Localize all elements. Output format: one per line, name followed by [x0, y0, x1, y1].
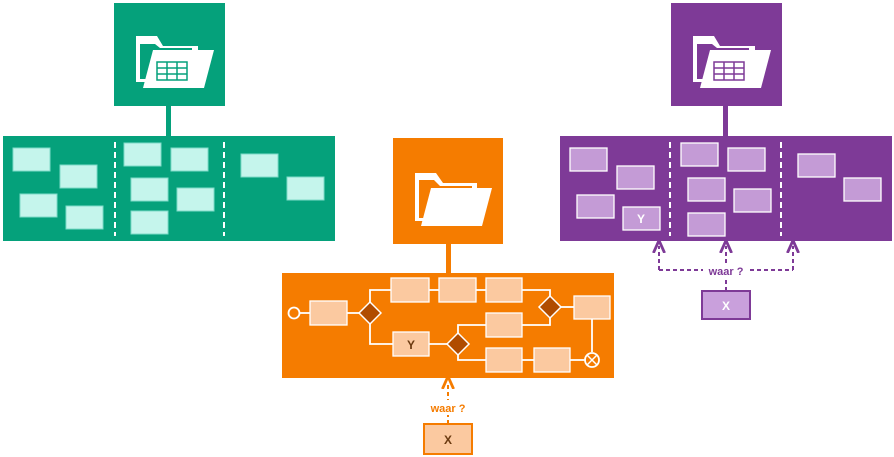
- purple-connector: [723, 106, 728, 137]
- green-group: [3, 3, 335, 241]
- purple-group: Y waar ? X: [560, 3, 892, 320]
- purple-y-label: Y: [637, 212, 645, 226]
- process-tasks: [309, 277, 611, 373]
- purple-query-label: waar ?: [708, 266, 744, 278]
- orange-connector: [446, 244, 451, 274]
- end-event-cross-circle-icon: [584, 352, 600, 368]
- green-connector: [166, 106, 171, 137]
- green-cards: [12, 142, 325, 235]
- folder-with-table-icon: [136, 36, 214, 88]
- orange-y-label: Y: [407, 338, 415, 352]
- orange-x-box: [423, 423, 473, 455]
- purple-x-box: [701, 290, 751, 320]
- purple-cards: [569, 142, 882, 237]
- folder-with-table-icon: [693, 36, 771, 88]
- purple-panel: [560, 136, 892, 241]
- folder-open-icon: [415, 173, 492, 226]
- orange-query-label: waar ?: [430, 403, 466, 415]
- orange-x-label: X: [444, 433, 452, 447]
- orange-group: Y waar ? X: [282, 138, 614, 455]
- purple-x-label: X: [722, 299, 730, 313]
- green-panel: [3, 136, 335, 241]
- gateway-diamond-icon: [357, 294, 563, 357]
- process-flow-lines: [300, 289, 593, 361]
- start-event-circle-icon: [287, 306, 301, 320]
